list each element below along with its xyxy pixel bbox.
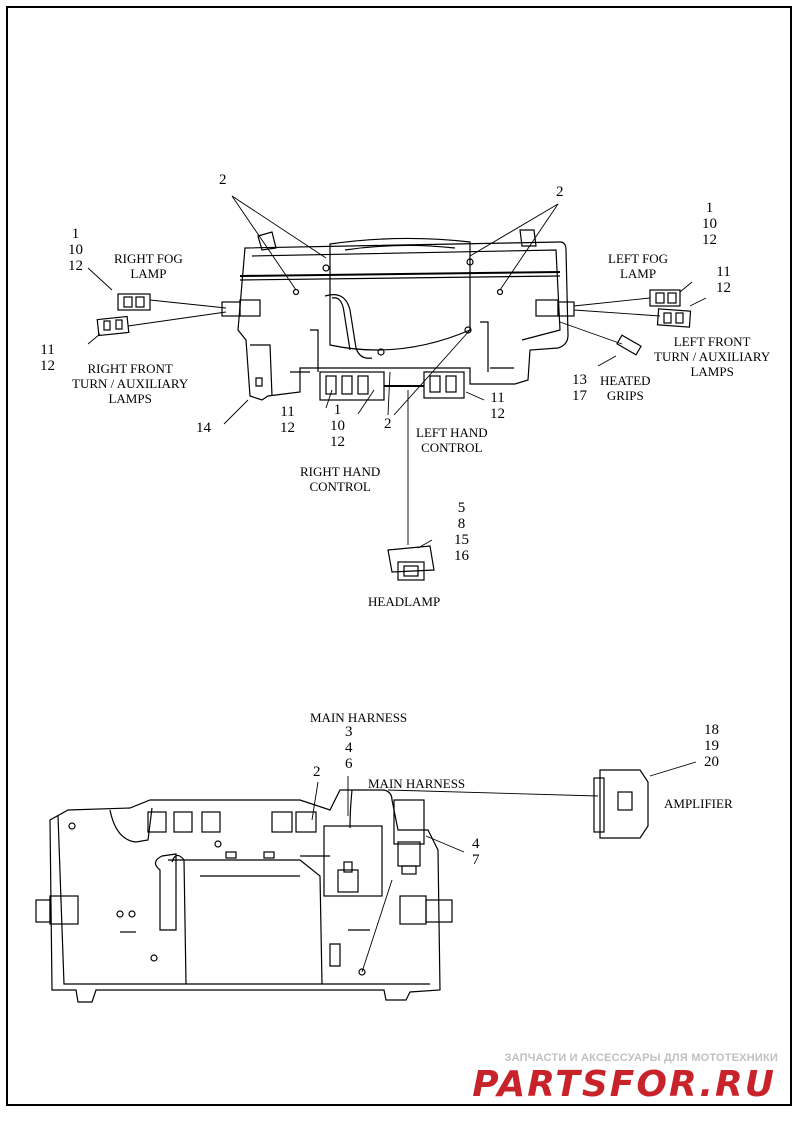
leader-lines-top — [87, 195, 707, 549]
diagram-border — [6, 6, 792, 1106]
callout-number: 11 — [490, 390, 505, 406]
callout-2-center: 2 — [384, 416, 392, 432]
callout-main-harness: 3 4 6 — [345, 724, 353, 772]
callout-number: 10 — [702, 216, 717, 232]
callout-rh-control-a: 11 12 — [280, 404, 295, 436]
callout-number: 12 — [40, 358, 55, 374]
label-line: CONTROL — [421, 440, 483, 455]
fairing-bracket-top — [221, 229, 575, 401]
callout-number: 4 — [472, 836, 480, 852]
label-line: LAMPS — [108, 391, 152, 406]
label-line: LEFT FRONT — [673, 334, 751, 349]
label-line: LAMP — [619, 266, 657, 281]
label-line: CONTROL — [309, 479, 371, 494]
callout-number: 10 — [330, 418, 345, 434]
label-line: TURN / AUXILIARY — [654, 349, 771, 364]
callout-number: 1 — [333, 402, 342, 418]
callout-number: 5 — [457, 500, 466, 516]
leader-lines-bottom — [311, 761, 697, 973]
callout-number: 12 — [490, 406, 505, 422]
label-amplifier: AMPLIFIER — [664, 796, 733, 811]
callout-number: 19 — [704, 738, 719, 754]
label-line: LEFT FOG — [608, 251, 669, 266]
label-right-hand-control: RIGHT HAND CONTROL — [300, 464, 380, 494]
callout-heated-grips: 13 17 — [572, 372, 587, 404]
label-headlamp: HEADLAMP — [368, 594, 441, 609]
callout-number: 11 — [716, 264, 731, 280]
amplifier-connector — [593, 769, 649, 839]
callout-number: 1 — [705, 200, 714, 216]
callout-14: 14 — [196, 420, 211, 436]
callout-2-bottom: 2 — [313, 764, 321, 780]
callout-rh-control-b: 1 10 12 — [330, 402, 345, 450]
label-main-harness-top: MAIN HARNESS — [310, 710, 408, 725]
label-line: LAMP — [130, 266, 167, 281]
right-turn-connector — [96, 315, 130, 337]
callout-number: 8 — [457, 516, 466, 532]
watermark-logo: PARTSFOR.RU — [472, 1064, 776, 1105]
label-line: RIGHT FOG — [114, 251, 183, 266]
callout-amplifier: 18 19 20 — [704, 722, 719, 770]
callout-number: 7 — [472, 852, 480, 868]
label-line: TURN / AUXILIARY — [72, 376, 189, 391]
callout-number: 3 — [345, 724, 353, 740]
right-fog-lamp-connector — [117, 293, 151, 311]
callout-main-harness-conn: 4 7 — [472, 836, 480, 868]
label-left-fog-lamp: LEFT FOG LAMP — [608, 251, 668, 281]
callout-headlamp: 5 8 15 16 — [454, 500, 469, 564]
label-left-front-turn: LEFT FRONT TURN / AUXILIARY LAMPS — [654, 334, 770, 379]
callout-2-top-left: 2 — [219, 172, 227, 188]
callout-number: 12 — [68, 258, 83, 274]
label-right-fog-lamp: RIGHT FOG LAMP — [114, 251, 183, 281]
bottom-bracket — [35, 789, 453, 1003]
label-line: LAMPS — [690, 364, 734, 379]
callout-number: 12 — [716, 280, 731, 296]
callout-number: 17 — [572, 388, 587, 404]
callout-lh-control: 11 12 — [490, 390, 505, 422]
callout-number: 6 — [345, 756, 353, 772]
left-fog-lamp-connector — [649, 289, 681, 307]
callout-number: 12 — [702, 232, 717, 248]
callout-number: 4 — [345, 740, 353, 756]
callout-number: 16 — [454, 548, 469, 564]
callout-right-fog: 1 10 12 — [68, 226, 83, 274]
label-line: RIGHT HAND — [300, 464, 381, 479]
watermark-tagline: ЗАПЧАСТИ И АКСЕССУАРЫ ДЛЯ МОТОТЕХНИКИ — [504, 1052, 778, 1064]
label-right-front-turn: RIGHT FRONT TURN / AUXILIARY LAMPS — [72, 361, 188, 406]
callout-number: 20 — [704, 754, 719, 770]
label-main-harness: MAIN HARNESS — [368, 776, 466, 791]
callout-number: 11 — [40, 342, 55, 358]
label-left-hand-control: LEFT HAND CONTROL — [416, 425, 488, 455]
label-line: RIGHT FRONT — [87, 361, 173, 376]
label-line: GRIPS — [606, 388, 644, 403]
callout-left-fog: 1 10 12 — [702, 200, 717, 248]
callout-number: 10 — [68, 242, 83, 258]
callout-number: 12 — [330, 434, 345, 450]
callout-number: 18 — [704, 722, 719, 738]
callout-number: 12 — [280, 420, 295, 436]
callout-right-front-turn: 11 12 — [40, 342, 55, 374]
callout-number: 13 — [572, 372, 587, 388]
callout-2-top-right: 2 — [556, 184, 564, 200]
label-line: LEFT HAND — [416, 425, 488, 440]
heated-grips-connector — [616, 334, 642, 356]
callout-number: 1 — [71, 226, 80, 242]
label-heated-grips: HEATED GRIPS — [600, 373, 651, 403]
callout-left-front-turn: 11 12 — [716, 264, 731, 296]
callout-number: 15 — [454, 532, 469, 548]
left-turn-connector — [656, 308, 692, 328]
headlamp-connector — [387, 545, 435, 581]
callout-number: 11 — [280, 404, 295, 420]
label-line: HEATED — [600, 373, 651, 388]
